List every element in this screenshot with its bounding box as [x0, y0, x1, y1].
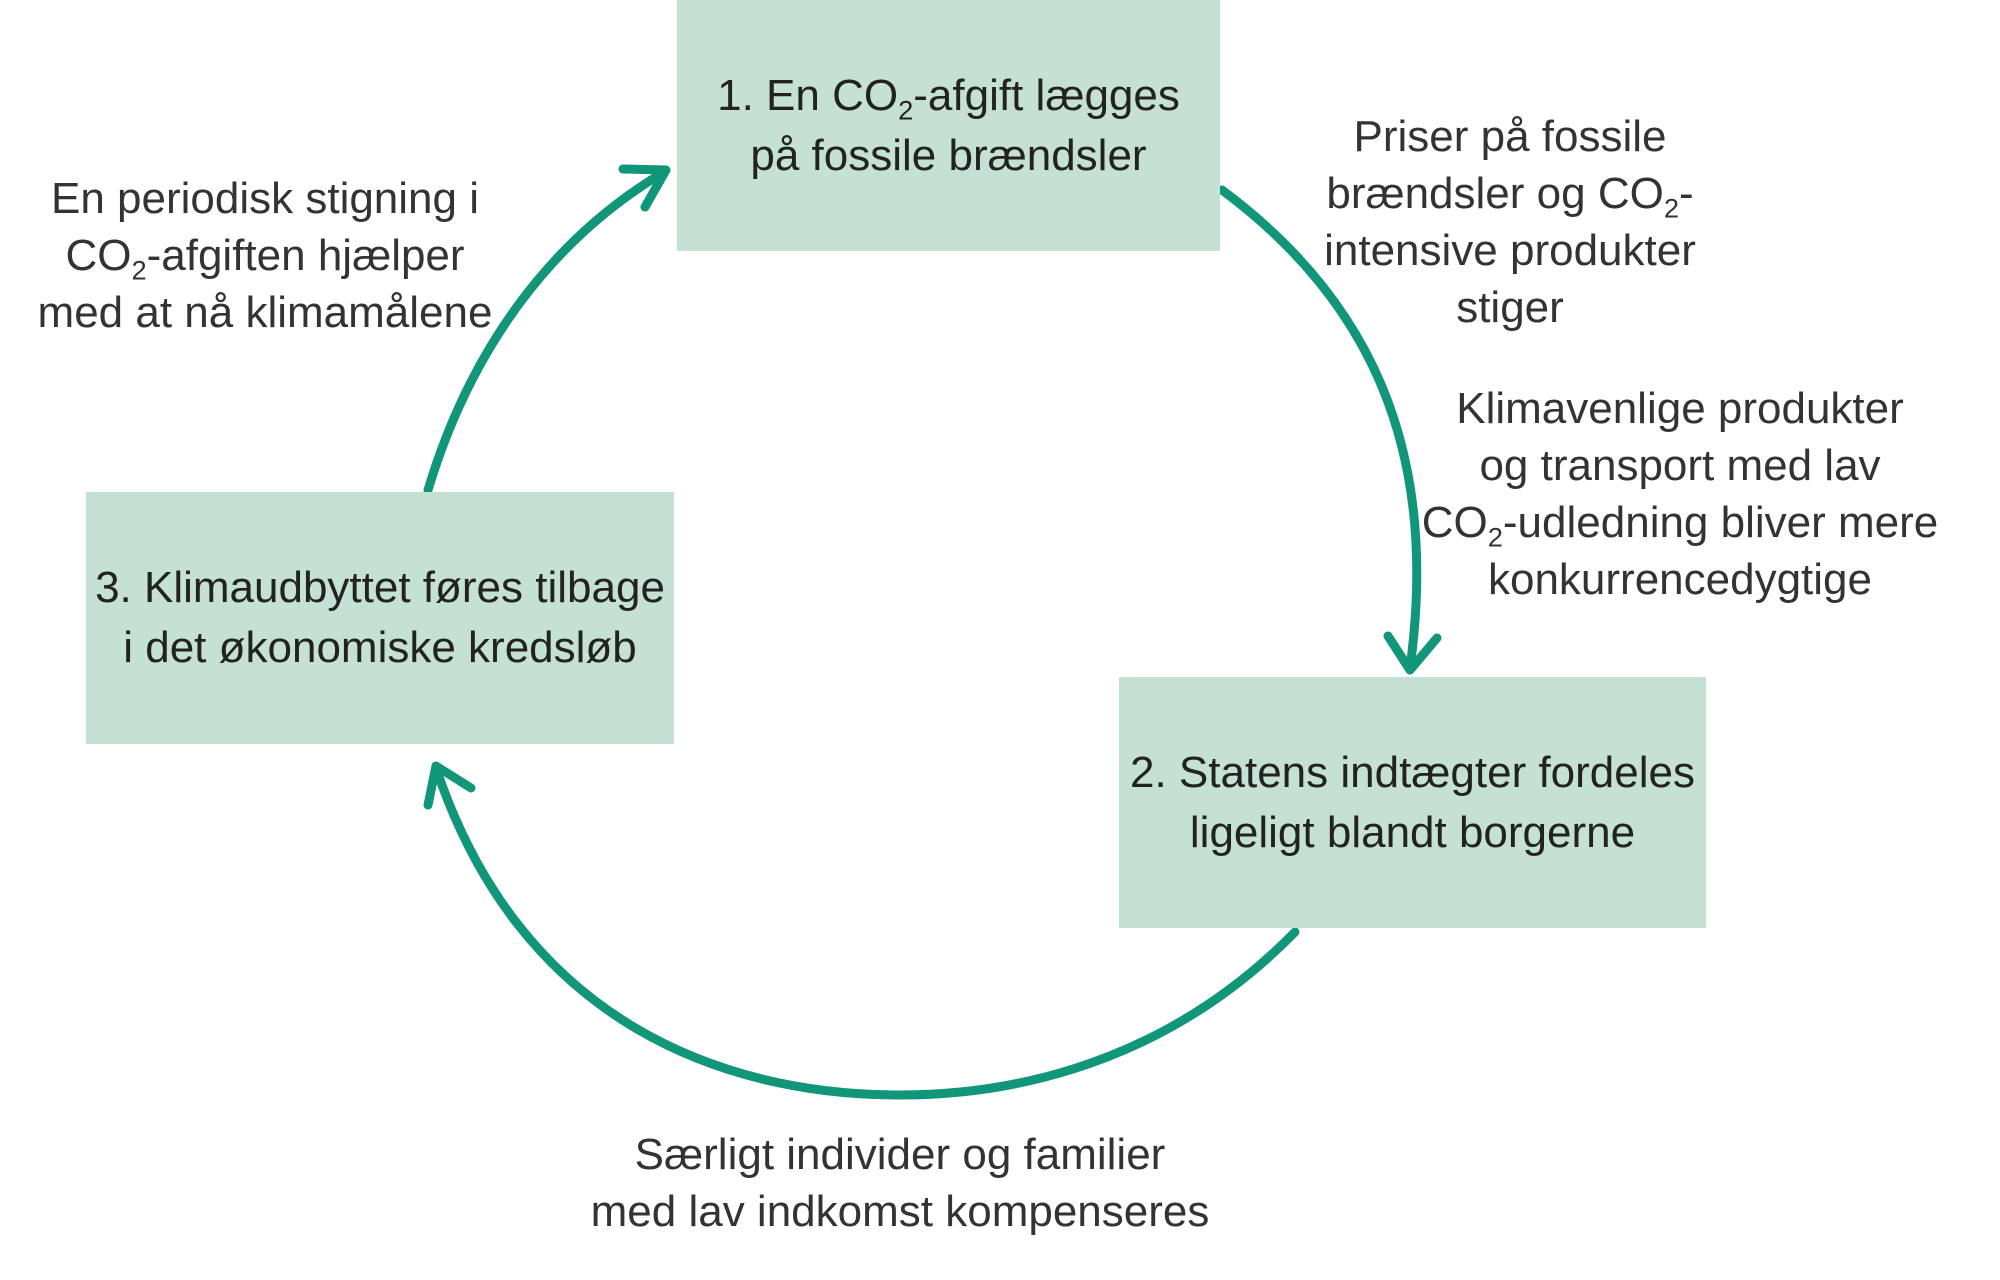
step-2-box: 2. Statens indtægter fordeles ligeligt b…	[1119, 677, 1706, 928]
note-rise-text-pre: CO	[65, 231, 132, 280]
note-compensation: Særligt individer og familier med lav in…	[560, 1126, 1240, 1240]
arrowhead-down-icon	[1383, 631, 1442, 675]
note-prices-text-post: -	[1679, 169, 1694, 218]
note-products-line-4: konkurrencedygtige	[1487, 555, 1872, 604]
note-rise-line-1: En periodisk stigning i	[50, 174, 479, 223]
note-products-line-1: Klimavenlige produkter	[1456, 384, 1904, 433]
arrow-step3-to-step1	[423, 167, 669, 495]
note-prices-rise: Priser på fossile brændsler og CO2- inte…	[1300, 108, 1720, 336]
step-1-line-2: på fossile brændsler	[750, 130, 1147, 180]
note-prices-subscript: 2	[1663, 192, 1679, 224]
note-products-text-post: -udledning bliver mere	[1502, 498, 1939, 547]
arrowhead-right-icon	[618, 164, 671, 212]
note-prices-line-3: intensive produkter	[1324, 226, 1696, 275]
note-products-subscript: 2	[1487, 521, 1503, 553]
note-products-line-2: og transport med lav	[1479, 441, 1881, 490]
step-3-line-1: 3. Klimaudbyttet føres tilbage	[95, 563, 665, 612]
step-2-line-1: 2. Statens indtægter fordeles	[1130, 747, 1695, 797]
note-prices-line-4: stiger	[1456, 283, 1564, 332]
note-rise-text-post: -afgiften hjælper	[146, 231, 465, 280]
step-1-line-1: 1. En CO2-afgift lægges	[717, 66, 1180, 126]
arrow-step1-to-step2	[1217, 185, 1422, 673]
step-1-text-post: -afgift lægges	[913, 70, 1180, 120]
step-3-line-2: i det økonomiske kredsløb	[123, 623, 637, 672]
note-rise-subscript: 2	[131, 254, 147, 286]
step-1-box: 1. En CO2-afgift lægges på fossile brænd…	[677, 0, 1220, 251]
note-prices-text-pre: brændsler og CO	[1326, 169, 1664, 218]
note-compensation-line-1: Særligt individer og familier	[634, 1130, 1166, 1179]
arrow-step2-to-step3	[431, 763, 1300, 1100]
note-prices-line-2: brændsler og CO2-	[1300, 165, 1720, 222]
note-periodic-rise: En periodisk stigning i CO2-afgiften hjæ…	[20, 170, 510, 341]
note-rise-line-2: CO2-afgiften hjælper	[20, 227, 510, 284]
note-products-line-3: CO2-udledning bliver mere	[1420, 494, 1940, 551]
step-2-line-2: ligeligt blandt borgerne	[1189, 807, 1636, 857]
step-3-box: 3. Klimaudbyttet føres tilbage i det øko…	[86, 492, 674, 744]
note-climate-friendly-products: Klimavenlige produkter og transport med …	[1420, 380, 1940, 608]
step-1-text-pre: 1. En CO	[717, 70, 899, 120]
note-compensation-line-2: med lav indkomst kompenseres	[590, 1187, 1210, 1236]
step-1-subscript: 2	[898, 94, 914, 126]
note-products-text-pre: CO	[1421, 498, 1488, 547]
note-rise-line-3: med at nå klimamålene	[37, 288, 493, 337]
note-prices-line-1: Priser på fossile	[1353, 112, 1667, 161]
arrowhead-up-icon	[423, 761, 476, 810]
